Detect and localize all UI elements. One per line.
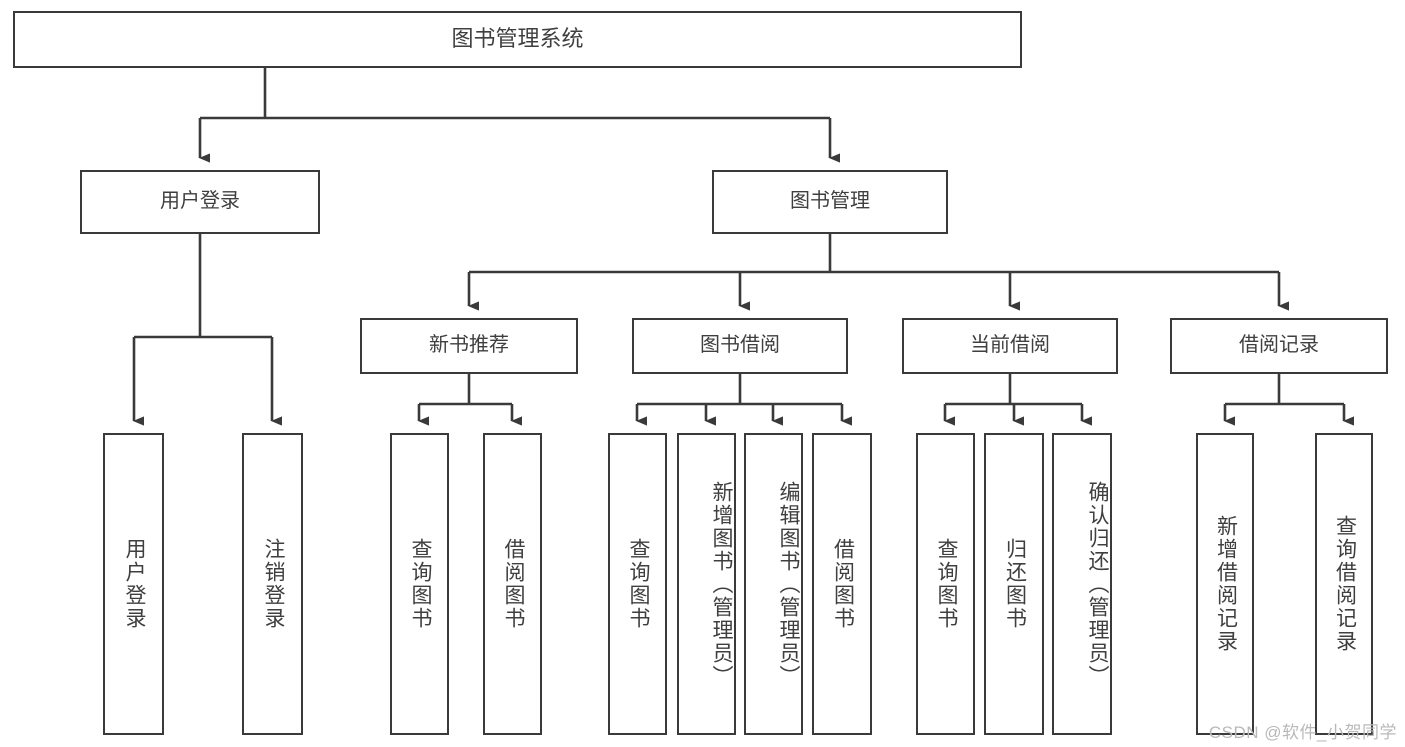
node-leaf-return-book[interactable]: 归还图书 <box>984 433 1044 735</box>
node-leaf-query-borrow-record[interactable]: 查询借阅记录 <box>1315 433 1373 735</box>
node-leaf-borrow-book-recommend-label: 借阅图书 <box>501 538 525 630</box>
node-book-management[interactable]: 图书管理 <box>712 170 948 234</box>
node-book-borrow-label: 图书借阅 <box>700 334 780 357</box>
node-leaf-query-book-recommend-label: 查询图书 <box>408 538 432 630</box>
node-leaf-add-borrow-record[interactable]: 新增借阅记录 <box>1196 433 1254 735</box>
node-book-borrow[interactable]: 图书借阅 <box>632 318 848 374</box>
node-leaf-query-book-current-label: 查询图书 <box>934 538 958 630</box>
node-leaf-query-book-borrow[interactable]: 查询图书 <box>608 433 667 735</box>
node-leaf-query-borrow-record-label: 查询借阅记录 <box>1333 515 1357 653</box>
node-borrow-record[interactable]: 借阅记录 <box>1170 318 1388 374</box>
node-book-management-label: 图书管理 <box>790 190 870 213</box>
node-leaf-confirm-return-admin[interactable]: 确认归还（管理员） <box>1052 433 1112 735</box>
node-leaf-query-book-recommend[interactable]: 查询图书 <box>390 433 449 735</box>
node-leaf-borrow-book-recommend[interactable]: 借阅图书 <box>483 433 542 735</box>
node-leaf-add-borrow-record-label: 新增借阅记录 <box>1214 515 1238 653</box>
node-leaf-user-login-label: 用户登录 <box>122 538 146 630</box>
node-leaf-query-book-borrow-label: 查询图书 <box>626 538 650 630</box>
node-leaf-add-book-admin[interactable]: 新增图书（管理员） <box>677 433 736 735</box>
node-root-label: 图书管理系统 <box>451 26 584 52</box>
node-leaf-edit-book-admin-label: 编辑图书（管理员） <box>777 480 800 688</box>
node-leaf-borrow-book[interactable]: 借阅图书 <box>812 433 872 735</box>
node-root[interactable]: 图书管理系统 <box>13 11 1022 68</box>
node-current-borrow-label: 当前借阅 <box>970 334 1050 357</box>
node-leaf-logout-login-label: 注销登录 <box>261 538 285 630</box>
node-leaf-logout-login[interactable]: 注销登录 <box>242 433 303 735</box>
node-leaf-add-book-admin-label: 新增图书（管理员） <box>710 480 733 688</box>
node-leaf-borrow-book-label: 借阅图书 <box>831 538 855 630</box>
node-user-login[interactable]: 用户登录 <box>80 170 320 234</box>
node-new-book-recommend[interactable]: 新书推荐 <box>360 318 578 374</box>
node-user-login-label: 用户登录 <box>160 190 240 213</box>
node-new-book-recommend-label: 新书推荐 <box>429 334 509 357</box>
node-leaf-return-book-label: 归还图书 <box>1003 538 1027 630</box>
node-leaf-query-book-current[interactable]: 查询图书 <box>916 433 975 735</box>
node-leaf-edit-book-admin[interactable]: 编辑图书（管理员） <box>744 433 803 735</box>
node-borrow-record-label: 借阅记录 <box>1239 334 1319 357</box>
node-leaf-user-login[interactable]: 用户登录 <box>103 433 164 735</box>
node-current-borrow[interactable]: 当前借阅 <box>902 318 1118 374</box>
node-leaf-confirm-return-admin-label: 确认归还（管理员） <box>1086 480 1109 688</box>
